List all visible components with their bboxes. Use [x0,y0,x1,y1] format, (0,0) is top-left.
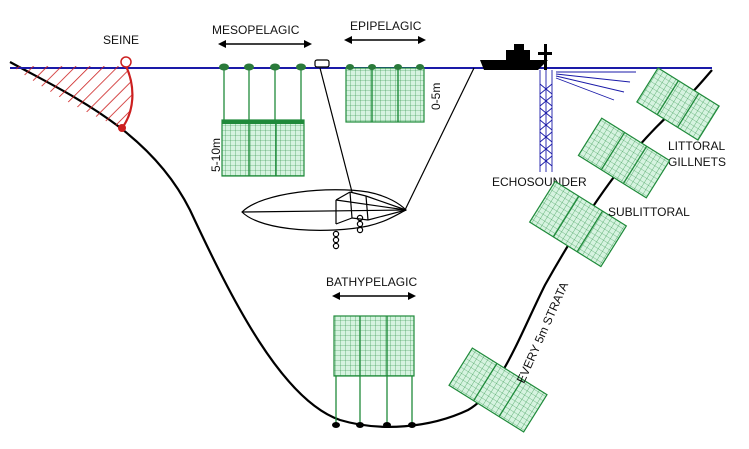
weight-icon [408,422,416,428]
seine-float-icon [120,56,132,68]
float-icon [296,63,306,71]
float-icon [394,64,402,70]
float-icon [270,63,280,71]
epi-depth-label: 0-5m [429,83,443,110]
sublittoral-label: SUBLITTORAL [608,205,690,219]
mesopelagic-gillnet [218,40,312,177]
trawl-buoy-icon [314,59,330,68]
weight-icon [383,422,391,428]
echosounder-label: ECHOSOUNDER [492,175,587,189]
bathypelagic-label: BATHYPELAGIC [326,275,417,289]
epipelagic-label: EPIPELAGIC [350,19,422,33]
littoral-label-line2: GILLNETS [668,155,726,169]
float-icon [244,63,254,71]
float-icon [219,63,229,71]
float-icon [416,64,424,70]
echosounder-beam [539,70,636,172]
littoral-gillnet [636,67,720,141]
weight-icon [332,422,340,428]
meso-depth-label: 5-10m [209,138,223,172]
float-icon [346,64,354,70]
weight-icon [356,422,364,428]
bathypelagic-gillnet [332,292,416,428]
mesopelagic-label: MESOPELAGIC [212,23,300,37]
trawl-net-icon [241,67,475,250]
seine-weight-icon [118,124,126,132]
boat-icon [480,44,552,70]
deep-strata-gillnet [448,347,548,433]
littoral-label-line1: LITTORAL [668,139,725,153]
epipelagic-gillnet [344,36,426,123]
sublittoral-gillnet [528,117,671,268]
float-icon [368,64,376,70]
seine-label: SEINE [103,33,139,47]
seine-net [12,56,134,132]
